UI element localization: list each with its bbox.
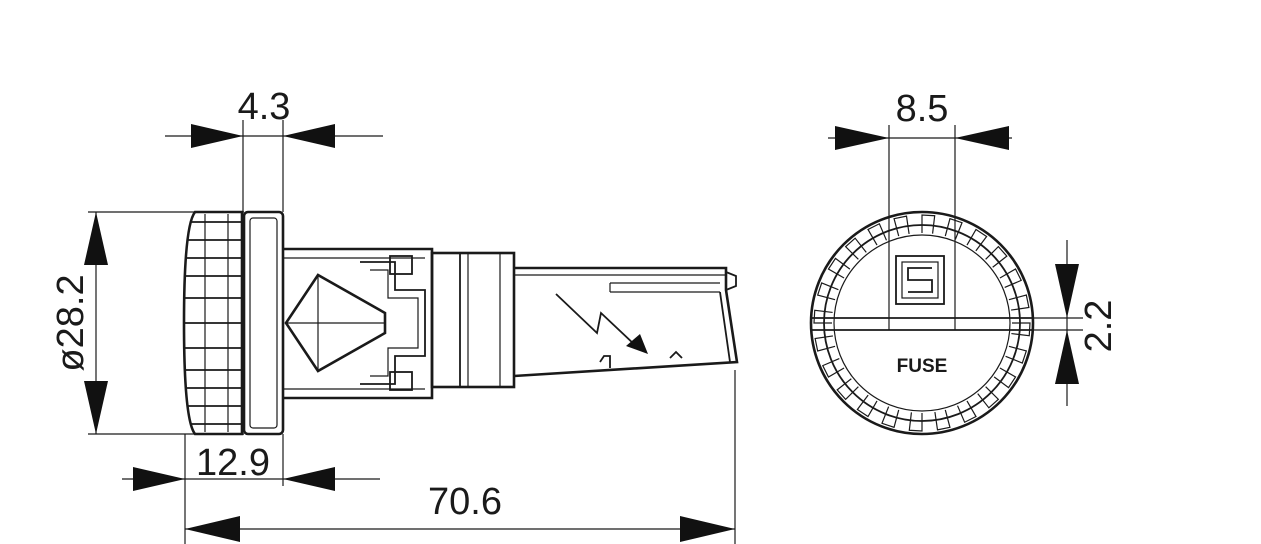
dimension-label-marking-width: 8.5 — [896, 88, 949, 130]
knurled-knob — [182, 210, 244, 436]
contact-body — [513, 266, 739, 378]
knurl-tick — [856, 394, 878, 418]
dimension-label-overall-length: 70.6 — [428, 481, 502, 523]
side-view: 4.3 ø28.2 12.9 70.6 — [50, 86, 739, 544]
knurl-tick — [966, 228, 988, 252]
knurl-tick — [814, 335, 836, 352]
cap-marking-text: FUSE — [897, 356, 948, 377]
knurl-tick — [999, 268, 1023, 289]
knurl-tick — [985, 245, 1008, 268]
flange — [242, 210, 285, 436]
dimension-label-marking-height: 2.2 — [1078, 300, 1120, 353]
front-view: FUSE 8.5 2.2 — [809, 88, 1120, 436]
dimension-marking-height: 2.2 — [1032, 240, 1120, 406]
knurl-tick — [944, 217, 963, 240]
dimension-label-body-diameter: ø28.2 — [50, 274, 92, 371]
knob-face — [809, 210, 1035, 436]
collar-ring — [430, 251, 516, 389]
dimension-marking-width: 8.5 — [828, 88, 1012, 330]
knurl-tick — [993, 367, 1017, 389]
knurl-tick — [836, 378, 859, 401]
dimension-body-diameter: ø28.2 — [50, 211, 244, 435]
knurl-tick — [813, 309, 833, 324]
knurl-tick — [977, 386, 1000, 409]
knurl-tick — [844, 237, 867, 260]
knurl-tick — [956, 400, 977, 424]
knurl-tick — [1005, 345, 1028, 364]
knurl-tick — [827, 257, 851, 279]
dimension-label-flange-thickness: 4.3 — [238, 86, 291, 128]
knurl-tick — [867, 222, 888, 246]
dimension-flange-thickness: 4.3 — [165, 86, 383, 212]
knurl-tick — [908, 412, 923, 432]
knurl-tick — [934, 409, 951, 431]
knurl-tick — [921, 214, 936, 234]
knurl-tick — [816, 282, 839, 301]
knurl-tick — [1008, 294, 1030, 311]
housing-front — [283, 247, 434, 400]
knurl-tick — [821, 357, 845, 378]
knurl-tick — [893, 215, 910, 237]
knurl-tick — [881, 406, 900, 429]
manufacturer-logo — [895, 255, 945, 305]
dimension-label-knob-length: 12.9 — [196, 442, 270, 484]
dimension-knob-length: 12.9 — [122, 434, 380, 544]
dimension-overall-length: 70.6 — [185, 370, 736, 544]
